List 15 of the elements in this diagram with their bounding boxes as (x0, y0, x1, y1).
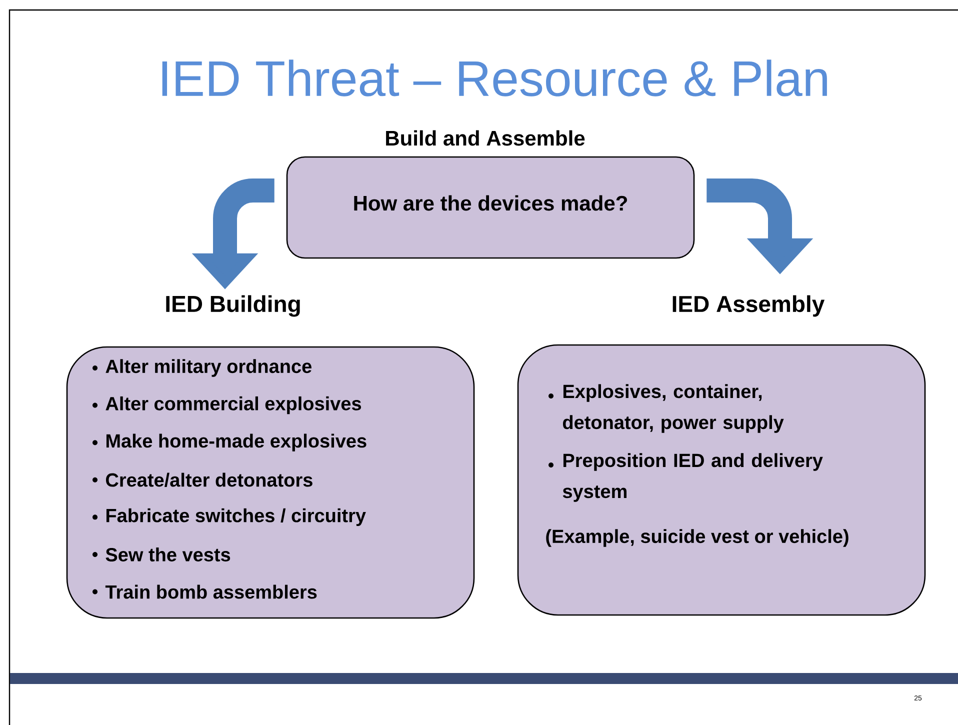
heading: IED Assembly (672, 295, 825, 317)
heading: IED Building (166, 295, 300, 317)
example-note: (Example, suicide vest or vehicle) (546, 529, 848, 547)
heading: Build and Assemble (386, 130, 585, 146)
bullet-item: Explosives, container, detonator, power supply (548, 384, 784, 433)
bullet-item: Preposition IED and delivery system (548, 453, 823, 502)
bullet-item: Make home-made explosives (92, 434, 366, 452)
bullet-item: Sew the vests (92, 548, 230, 562)
bullet-item: Fabricate switches / circuitry (92, 508, 366, 526)
bullet-item: Create/alter detonators (92, 472, 312, 487)
bullet-item: Alter military ordnance (92, 359, 312, 377)
question-text: How are the devices made? (354, 195, 627, 211)
bullet-item: Alter commercial explosives (92, 396, 362, 414)
slide-title: IED Threat – Resource & Plan (162, 60, 827, 96)
bullet-item: Train bomb assemblers (92, 584, 317, 599)
